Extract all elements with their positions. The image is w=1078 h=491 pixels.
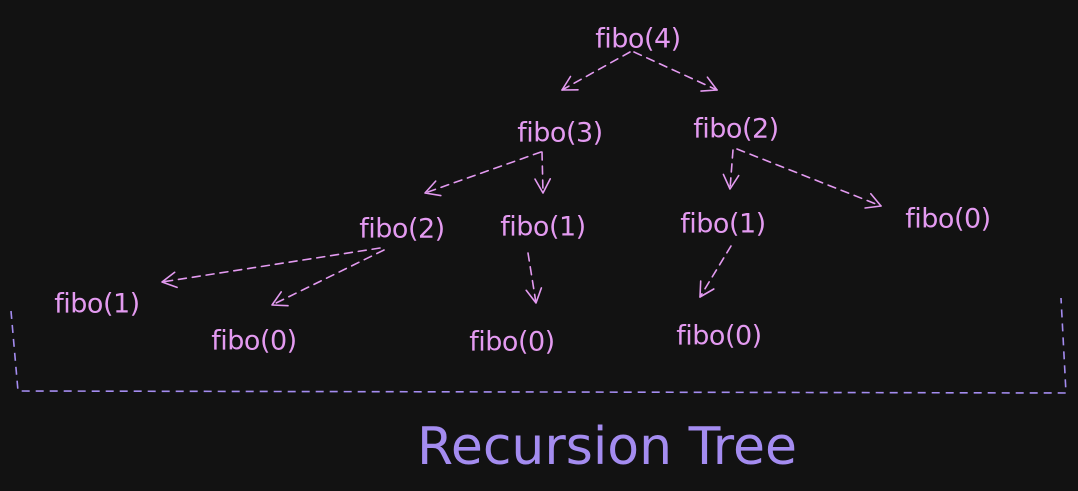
tree-node-n3: fibo(2): [359, 214, 444, 245]
arrowhead-n1-n4: [534, 178, 552, 194]
tree-edge-n1-n3: [424, 151, 542, 194]
tree-node-n8: fibo(0): [211, 326, 296, 357]
tree-node-n10: fibo(0): [676, 321, 761, 352]
nodes-layer: fibo(4) fibo(3) fibo(2) fibo(2) fibo(1) fibo(…: [54, 24, 991, 358]
tree-edge-n0-n2: [633, 51, 718, 91]
arrowhead-n1-n3: [424, 180, 442, 197]
diagram-caption: Recursion Tree: [417, 417, 797, 477]
tree-bracket: [10, 297, 1067, 394]
arrowhead-n3-n8: [271, 291, 289, 307]
tree-edge-n2-n5: [729, 149, 734, 190]
tree-edge-n5-n10: [699, 245, 732, 298]
tree-node-n5: fibo(1): [680, 209, 765, 240]
tree-node-n6: fibo(0): [905, 204, 990, 235]
tree-edge-n0-n1: [561, 51, 631, 91]
arrowhead-n0-n1: [561, 75, 579, 91]
tree-node-n7: fibo(1): [54, 289, 139, 320]
arrowhead-n2-n6: [864, 192, 882, 209]
tree-edge-n2-n6: [736, 148, 882, 207]
tree-edge-n3-n8: [271, 249, 385, 306]
tree-node-n4: fibo(1): [500, 212, 585, 243]
arrowhead-n3-n7: [161, 271, 178, 289]
tree-node-n9: fibo(0): [469, 327, 554, 358]
edges-layer: [161, 51, 882, 307]
tree-node-n0: fibo(4): [595, 24, 680, 55]
arrowhead-n4-n9: [525, 287, 543, 304]
tree-node-n2: fibo(2): [693, 114, 778, 145]
tree-node-n1: fibo(3): [517, 118, 602, 149]
tree-edge-n3-n7: [161, 247, 381, 283]
arrowhead-n0-n2: [700, 76, 718, 92]
arrowhead-n5-n10: [699, 280, 715, 298]
tree-edge-n4-n9: [527, 252, 537, 304]
tree-edge-n1-n4: [541, 151, 544, 194]
arrowhead-n2-n5: [722, 173, 740, 190]
